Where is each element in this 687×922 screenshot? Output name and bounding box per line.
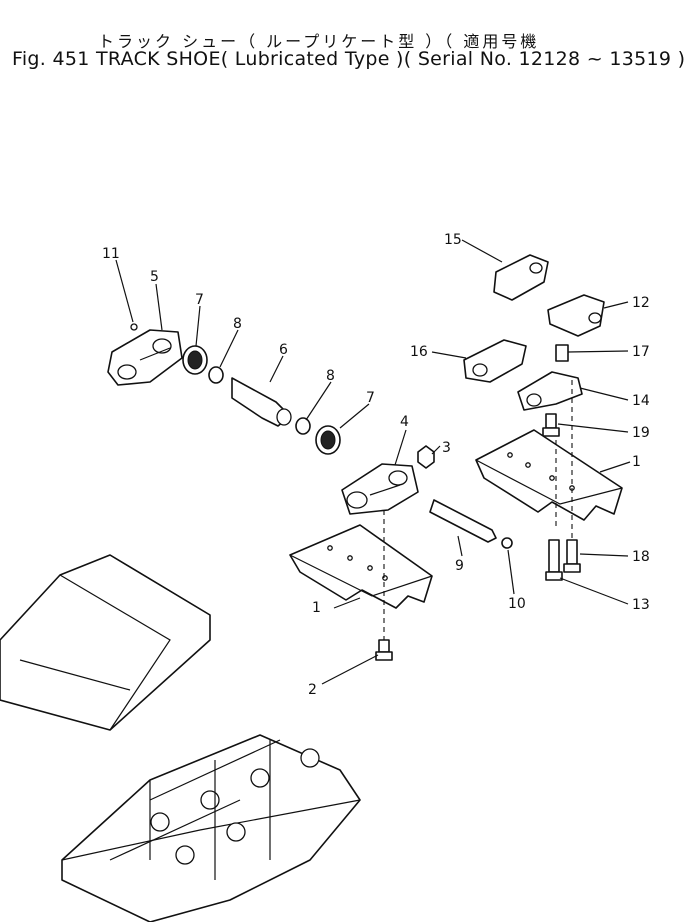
callout-6: 6 — [279, 342, 288, 358]
callout-13: 14 — [632, 393, 650, 409]
callout-11: 11 — [102, 246, 120, 262]
callout-1-right: 1 — [632, 454, 641, 470]
callout-8-right: 8 — [326, 368, 335, 384]
callout-19: 19 — [632, 425, 650, 441]
callout-3: 3 — [442, 440, 451, 456]
callout-16: 17 — [632, 344, 650, 360]
track-link-center — [341, 463, 419, 515]
callout-labels: 11 5 7 8 6 8 7 4 3 9 10 1 2 15 12 16 17 … — [102, 232, 650, 698]
callout-17: 18 — [632, 549, 650, 565]
callout-7-left: 7 — [195, 292, 204, 308]
callout-18: 13 — [632, 597, 650, 613]
shoe-bolt-17 — [563, 539, 581, 573]
callout-5: 5 — [150, 269, 159, 285]
callout-8-left: 8 — [233, 316, 242, 332]
track-pin-bushing — [231, 377, 292, 427]
callout-2: 2 — [308, 682, 317, 698]
callout-7-right: 7 — [366, 390, 375, 406]
assembled-track-section — [0, 554, 361, 922]
shoe-bracket-15 — [463, 339, 527, 383]
bushing-spacer-left — [208, 366, 224, 384]
shoe-nut — [417, 445, 435, 469]
callout-12: 12 — [632, 295, 650, 311]
track-link-left — [107, 329, 183, 386]
shoe-bracket-13 — [517, 371, 583, 411]
leader-lines — [115, 239, 631, 685]
master-pin — [429, 499, 497, 543]
pin-plug — [130, 323, 138, 331]
track-shoe-center — [289, 524, 433, 609]
shoe-bolt-center — [375, 639, 393, 661]
callout-4: 4 — [400, 414, 409, 430]
callout-14: 15 — [444, 232, 462, 248]
shoe-bracket-14 — [493, 254, 549, 301]
figure-title-japanese: トラック シュー（ ループリケート型 ）（ 適用号機 — [98, 32, 540, 51]
seal-ring-left — [182, 345, 208, 375]
pin-retainer — [501, 537, 513, 549]
shoe-sleeve-16 — [555, 344, 569, 362]
callout-10: 10 — [508, 596, 526, 612]
figure-title-english: Fig. 451 TRACK SHOE( Lubricated Type )( … — [12, 48, 686, 70]
seal-ring-right — [315, 425, 341, 455]
shoe-bolt-19 — [542, 413, 560, 437]
track-shoe-right — [475, 429, 623, 521]
callout-1-center: 1 — [312, 600, 321, 616]
callout-15: 16 — [410, 344, 428, 360]
callout-9: 9 — [455, 558, 464, 574]
shoe-bracket-12 — [547, 294, 605, 337]
shoe-bolt-18 — [545, 539, 563, 581]
bushing-spacer-right — [295, 417, 311, 435]
